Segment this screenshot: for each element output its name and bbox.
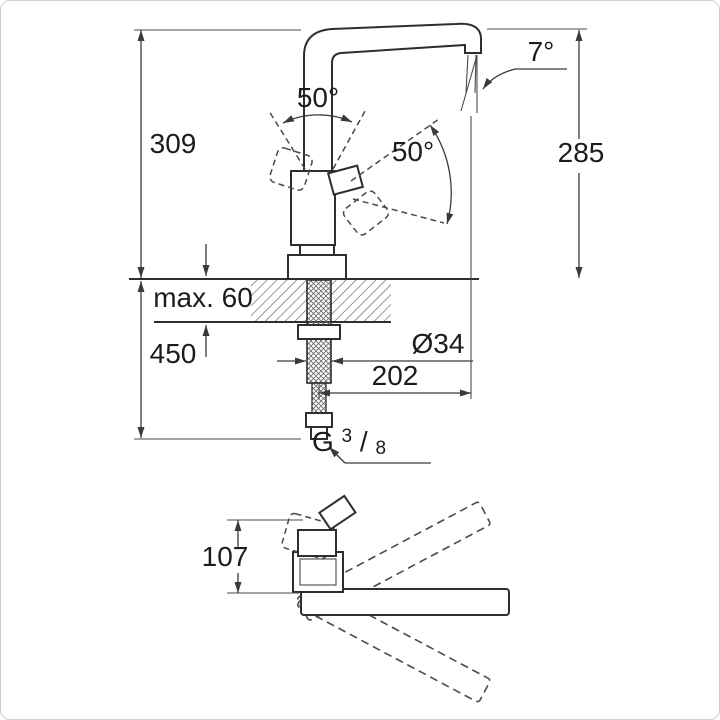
spout <box>303 22 482 172</box>
handle-top-view <box>297 529 337 557</box>
spout-angle-line <box>460 54 478 112</box>
top-view-dimensions <box>227 519 303 594</box>
body-inner-detail <box>299 558 337 586</box>
angle-50-front-label: 50° <box>297 82 339 113</box>
body-neck <box>299 244 335 256</box>
angle-ray <box>350 118 440 182</box>
angle-ray <box>268 110 306 170</box>
dim-max60-label: max. 60 <box>153 282 253 313</box>
dim-285-label: 285 <box>558 137 605 168</box>
counter-hatch-left <box>251 280 307 322</box>
faucet-side-view <box>269 22 482 440</box>
mounting-nut <box>297 324 341 340</box>
thread-numerator: 3 <box>342 426 353 447</box>
dim-107-label: 107 <box>202 541 249 572</box>
dimension-lines <box>134 28 587 464</box>
spout-top-view <box>300 588 510 616</box>
hose-nut <box>305 412 333 428</box>
handle-lever-top-view <box>318 494 357 531</box>
hose-connector-tip <box>310 426 328 440</box>
spout-angle-leader <box>482 68 516 90</box>
dim-309-label: 309 <box>150 128 197 159</box>
angle-arc-side <box>429 124 454 225</box>
handle-lever <box>326 164 365 196</box>
thread-slash: / <box>360 426 368 457</box>
base-escutcheon <box>287 254 347 280</box>
water-stream-line <box>474 54 477 94</box>
water-stream-line <box>465 54 469 94</box>
counter-hatch-right <box>331 280 391 322</box>
thread-label: G 3 / 8 <box>312 417 386 459</box>
angle-ray <box>352 198 445 224</box>
angle-arc-front <box>282 114 353 124</box>
thread-prefix: G <box>312 426 334 457</box>
handle-position-dashed-right <box>342 190 390 236</box>
cartridge-housing <box>290 170 336 246</box>
dim-202-label: 202 <box>372 360 419 391</box>
angle-ray <box>332 110 366 170</box>
dim-450-label: 450 <box>150 338 197 369</box>
thread-denominator: 8 <box>375 438 386 459</box>
angle-50-side-label: 50° <box>392 136 434 167</box>
angle-7-label: 7° <box>528 36 555 67</box>
handle-position-dashed-left <box>269 147 313 191</box>
dim-dia34-label: Ø34 <box>412 328 465 359</box>
counter-section <box>129 278 479 323</box>
angle-annotations <box>268 54 567 225</box>
thread-leader-arrow <box>328 446 346 464</box>
labels: 309 285 7° 50° 50° max. 60 450 Ø34 202 G… <box>150 36 605 572</box>
faucet-top-view <box>281 494 510 703</box>
